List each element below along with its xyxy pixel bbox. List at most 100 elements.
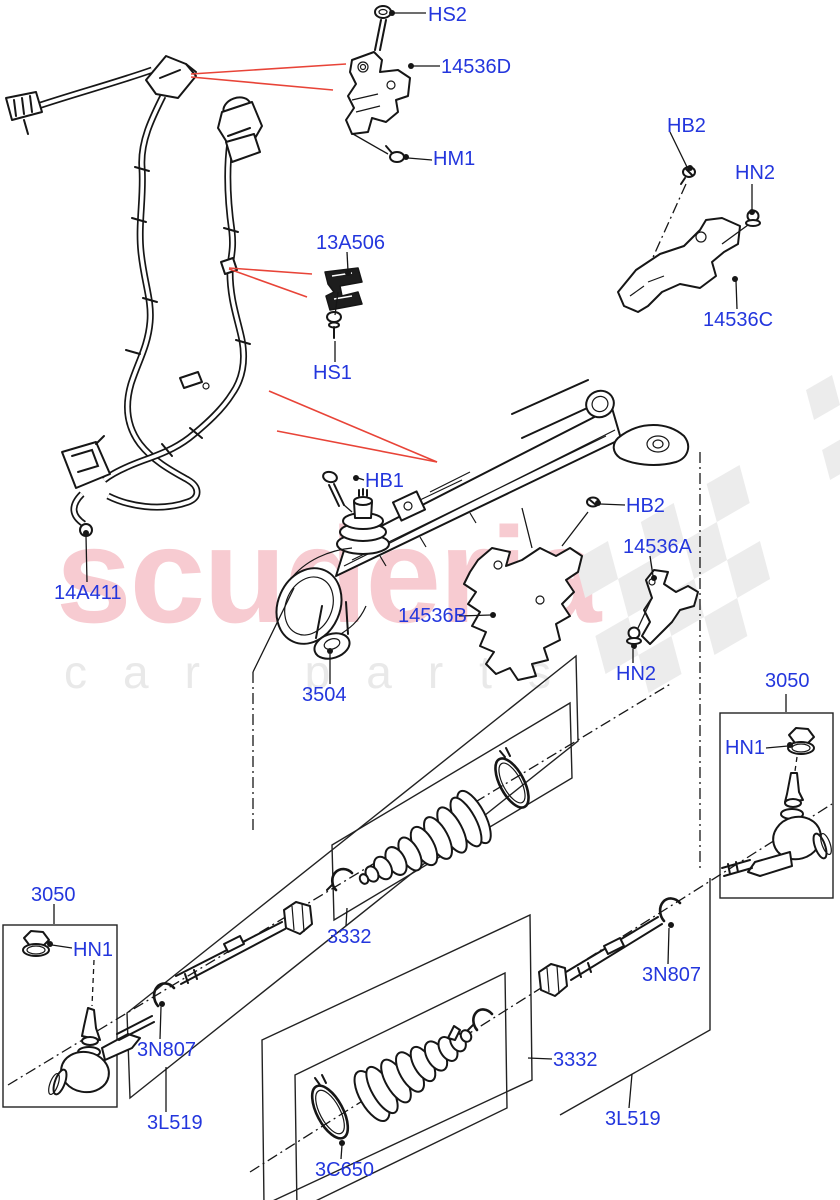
tie-rod-end-right-box [719,712,834,899]
watermark: scuderia car parts [56,375,840,698]
diagram-line [190,63,347,75]
diagram-line [352,133,389,155]
part-label-3n807-right[interactable]: 3N807 [642,964,701,986]
leader-dot [353,475,359,481]
part-label-14536d[interactable]: 14536D [441,56,512,78]
part-label-3050-left[interactable]: 3050 [31,884,76,906]
leader-dot [159,1001,165,1007]
harness-connector-lower [61,441,111,489]
part-label-3332-upper[interactable]: 3332 [327,926,372,948]
checker-cell [595,617,639,674]
diagram-line [561,511,589,547]
checker-cell [806,375,840,420]
diagram-line [51,944,73,949]
diagram-line [159,1006,162,1040]
diagram-line [521,507,533,549]
diagram-line [276,430,438,463]
part-label-3l519-left[interactable]: 3L519 [147,1112,203,1134]
leader-dot [339,1140,345,1146]
checker-cell [575,541,619,598]
part-label-14536a[interactable]: 14536A [623,536,692,558]
leader-dot [668,922,674,928]
leader-dot [651,575,657,581]
diagram-line [765,745,789,749]
tie-rod-end-right-drawing [721,727,832,877]
part-label-3050-right[interactable]: 3050 [765,670,810,692]
part-label-hn2-mid[interactable]: HN2 [616,663,657,685]
diagram-line [85,535,88,583]
diagram-line [637,597,653,629]
bracket-14536a-drawing [626,569,699,645]
checker-cell [727,541,771,598]
boot-kit-lower-drawing [310,1008,494,1140]
leader-dot [732,276,738,282]
part-label-hn2-top[interactable]: HN2 [735,162,776,184]
diagram-line [228,267,313,275]
diagram-line [252,587,295,673]
hb1-screw-icon [322,470,338,484]
diagram-line [343,504,353,513]
rack-left-opening [275,567,343,645]
leader-dot [345,270,351,276]
inner-tie-rod-left-drawing [116,901,313,1041]
tie-rod-end-left-drawing [22,930,141,1096]
diagram-line [407,157,433,161]
leader-dot [327,648,333,654]
tie-rod-end-left-box [2,924,118,1108]
part-label-3332-lower[interactable]: 3332 [553,1049,598,1071]
part-label-3l519-right[interactable]: 3L519 [605,1108,661,1130]
part-label-3n807-left[interactable]: 3N807 [137,1039,196,1061]
checker-cell [640,503,684,560]
part-label-13a506[interactable]: 13A506 [316,232,385,254]
part-label-hs2[interactable]: HS2 [428,4,467,26]
part-label-hm1[interactable]: HM1 [433,148,476,170]
leader-dot [47,941,53,947]
inner-tie-rod-right-drawing [538,897,682,997]
diagram-line [649,555,654,577]
shield-14536b-shape [463,547,583,681]
steering-gear-drawing [275,379,690,660]
diagram-line [357,477,365,481]
kit-outline-panels [2,654,834,1200]
upper-boot-inner-panel [331,701,573,922]
detail-lines [252,133,749,673]
diagram-line [794,756,798,772]
part-label-hn1-left[interactable]: HN1 [73,939,114,961]
diagram-line [667,927,670,965]
diagram-line [628,1073,633,1109]
part-label-hn1-right[interactable]: HN1 [725,737,766,759]
leader-dot [787,742,793,748]
part-label-14536b[interactable]: 14536B [398,605,467,627]
bracket-14536c-drawing [617,166,761,313]
part-label-hs1[interactable]: HS1 [313,362,352,384]
part-label-14536c[interactable]: 14536C [703,309,774,331]
harness-connector-top [145,55,197,99]
lower-kit-outer-panel [261,913,533,1200]
leader-dot [687,165,693,171]
clamp-small-upper-icon [330,867,354,892]
part-label-3504[interactable]: 3504 [302,684,347,706]
part-label-hb2-top[interactable]: HB2 [667,115,706,137]
rack-mount-ear [612,424,690,466]
diagram-line [721,224,749,245]
diagram-line [669,131,688,168]
part-label-hb2-mid[interactable]: HB2 [626,495,665,517]
clip-3n807-right-icon [658,897,682,923]
watermark-subtitle: car parts [64,646,587,698]
inner-rod-nut-lower [538,963,568,997]
diagram-line [346,251,349,272]
part-label-14a411[interactable]: 14A411 [54,582,122,604]
diagram-line [228,268,308,298]
diagram-line [527,1057,553,1060]
bracket-14536c-shape [617,217,741,313]
diagram-line [340,1144,343,1160]
bracket-14536d-drawing [345,5,411,163]
diagram-line [334,291,339,316]
part-label-hb1[interactable]: HB1 [365,470,404,492]
upper-kit-outer-panel [126,654,579,1100]
part-label-3c650[interactable]: 3C650 [315,1159,374,1181]
leader-dot [490,612,496,618]
